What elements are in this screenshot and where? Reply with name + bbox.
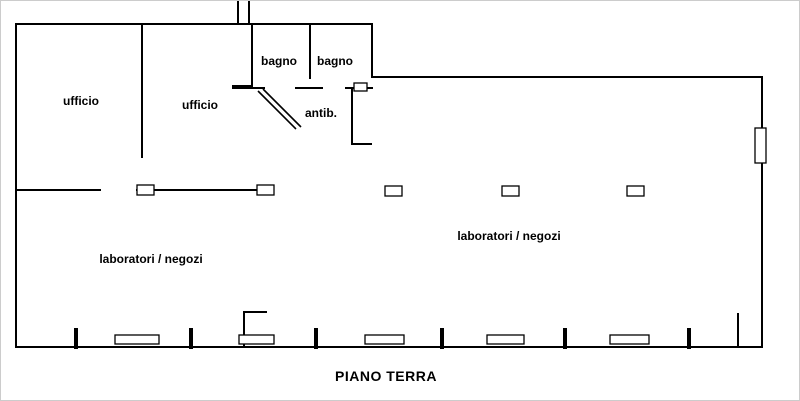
mullion-tick: [74, 328, 78, 349]
mid-wall-right: [136, 189, 260, 191]
room-label-antib: antib.: [305, 106, 337, 120]
door-marker: [353, 82, 368, 92]
mullion-tick: [314, 328, 318, 349]
bagno-left-wall: [251, 23, 253, 89]
bottom-wall: [15, 346, 763, 348]
column-marker: [501, 185, 520, 197]
flue-line-left: [237, 1, 239, 25]
room-label-laboratori-right: laboratori / negozi: [457, 229, 561, 243]
mid-wall-left: [15, 189, 101, 191]
window-marker: [114, 334, 160, 345]
door-swing-line: [262, 88, 302, 128]
window-marker-right: [754, 127, 767, 164]
top-wall-left: [15, 23, 373, 25]
window-marker: [486, 334, 525, 345]
mullion-tick: [189, 328, 193, 349]
room-label-ufficio-1: ufficio: [63, 94, 99, 108]
step-wall: [371, 23, 373, 78]
window-marker: [364, 334, 405, 345]
mullion-tick: [563, 328, 567, 349]
column-marker: [136, 184, 155, 196]
column-marker: [256, 184, 275, 196]
door-head-stub: [232, 85, 253, 89]
mullion-tick: [687, 328, 691, 349]
door-swing-line: [257, 90, 297, 130]
room-label-bagno-1: bagno: [261, 54, 297, 68]
mullion-tick: [440, 328, 444, 349]
top-wall-right: [371, 76, 763, 78]
window-marker: [609, 334, 650, 345]
flue-line-right: [248, 1, 250, 25]
pier-stub-left-h: [243, 311, 267, 313]
antib-bottom-stub: [351, 143, 372, 145]
pier-stub-left-v: [243, 311, 245, 347]
left-wall: [15, 23, 17, 348]
room-label-bagno-2: bagno: [317, 54, 353, 68]
plan-caption: PIANO TERRA: [335, 368, 437, 384]
room-label-ufficio-2: ufficio: [182, 98, 218, 112]
ufficio-divider-wall: [141, 23, 143, 158]
column-marker: [626, 185, 645, 197]
bagno-divider-wall: [309, 23, 311, 79]
window-marker: [238, 334, 275, 345]
column-marker: [384, 185, 403, 197]
antib-top-left-stub: [251, 87, 265, 89]
pier-stub-right-v: [737, 313, 739, 347]
room-label-laboratori-left: laboratori / negozi: [99, 252, 203, 266]
antib-top-mid-stub: [295, 87, 323, 89]
antib-right-wall: [351, 87, 353, 145]
right-wall: [761, 76, 763, 348]
